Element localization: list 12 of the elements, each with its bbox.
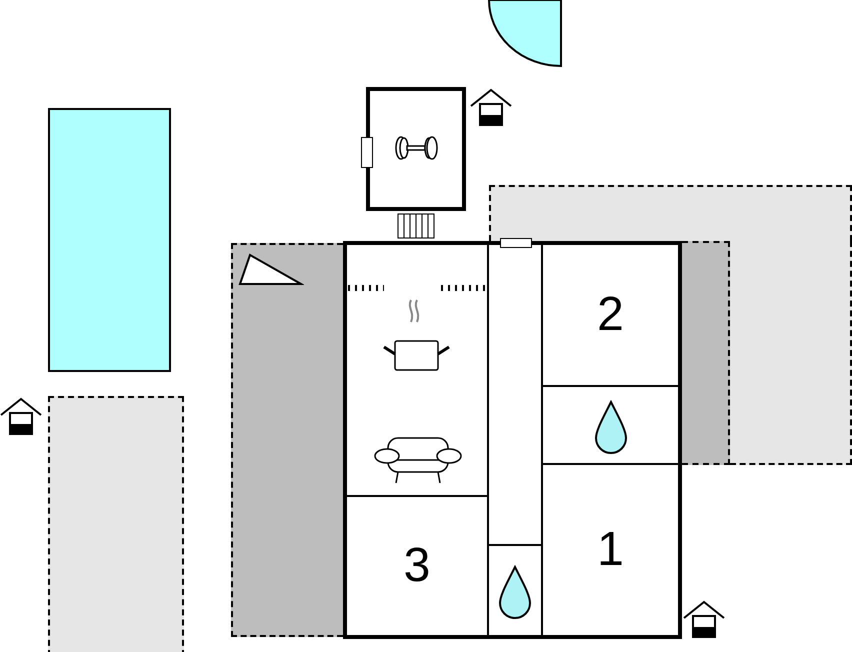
- room-number: 1: [597, 526, 624, 574]
- pool: [48, 108, 171, 372]
- room-number: 2: [597, 291, 624, 339]
- terrace-area: [730, 241, 852, 465]
- terrace-area: [489, 185, 852, 241]
- room-number: 3: [404, 542, 430, 590]
- terrace-area: [682, 241, 730, 465]
- lawn-area: [48, 396, 184, 652]
- gym-building: [366, 87, 466, 211]
- corridor: [489, 245, 543, 546]
- house-outline: [343, 241, 682, 639]
- terrace-area: [231, 243, 343, 637]
